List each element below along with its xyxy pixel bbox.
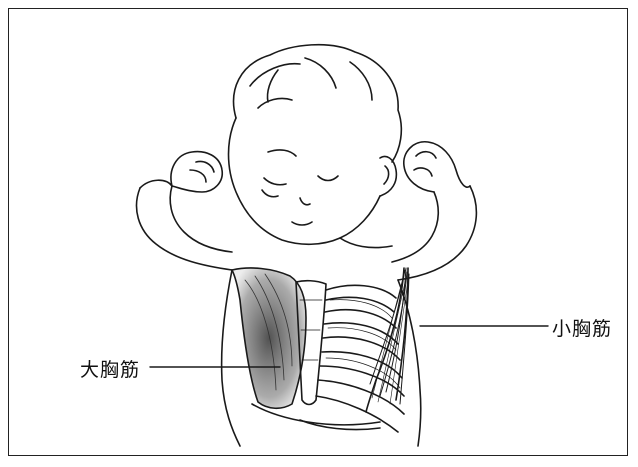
right-arm [392,142,476,280]
pectoralis-major [232,268,306,408]
pectoralis-minor-label: 小胸筋 [552,314,612,341]
pectoralis-minor [366,268,409,412]
left-arm [137,152,232,270]
head [229,118,397,244]
face-features [262,150,338,225]
hair [234,45,402,162]
neck [340,238,392,248]
pectoralis-major-label: 大胸筋 [80,355,140,382]
